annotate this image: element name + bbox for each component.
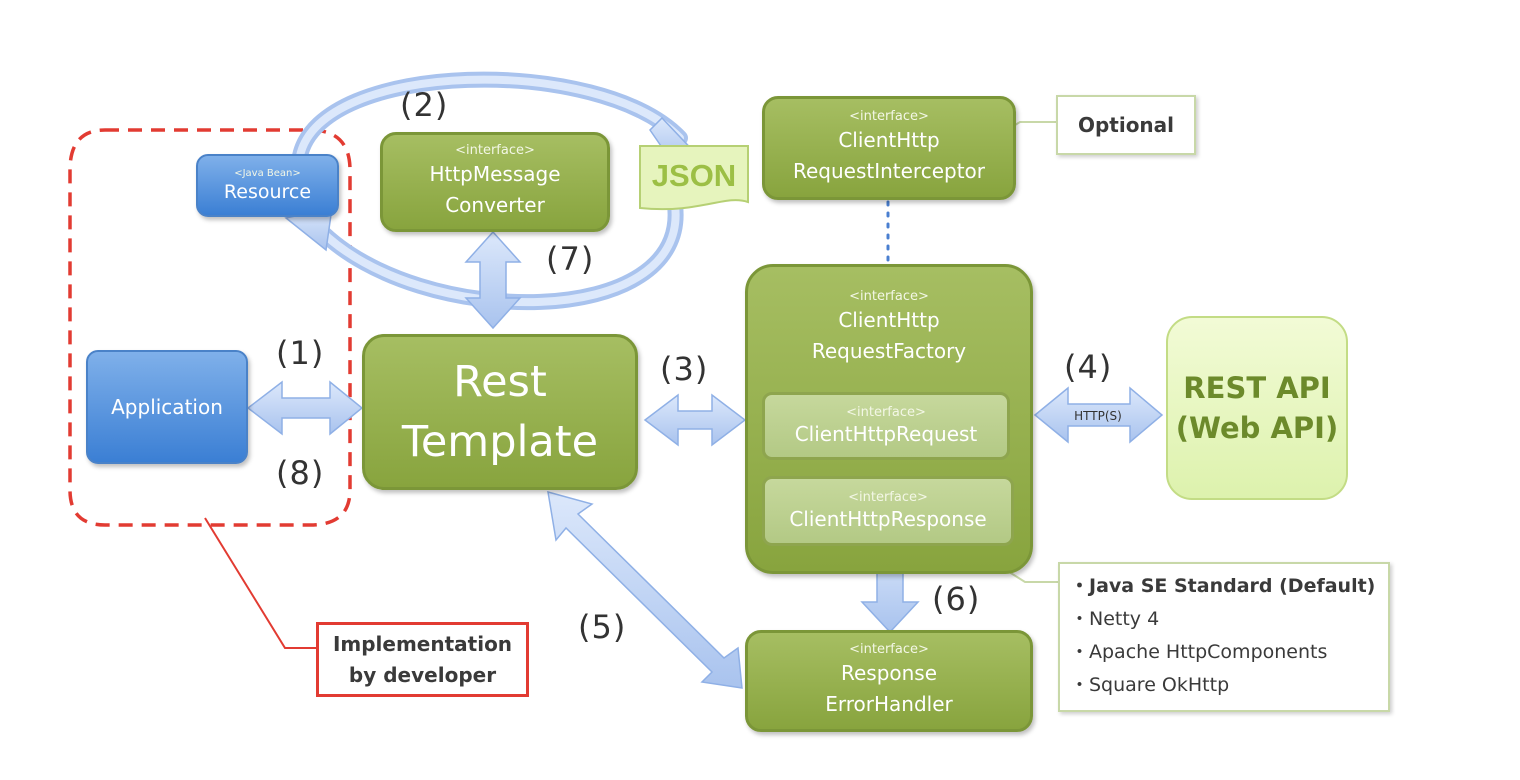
error-handler-stereotype: <interface> [849,642,929,657]
step-4-label: (4) [1064,348,1113,386]
json-label: JSON [652,158,736,193]
response-stereotype: <interface> [848,490,928,505]
impl-item-java-se: ・Java SE Standard (Default) [1070,575,1376,597]
developer-boundary [68,128,352,527]
request-label: ClientHttpRequest [794,422,978,446]
impl-item-netty: ・Netty 4 [1070,608,1160,630]
factory-label-line2: RequestFactory [811,339,967,363]
factory-label-line1: ClientHttp [838,308,940,332]
converter-label-line1: HttpMessage [429,162,561,186]
interceptor-label-line1: ClientHttp [838,128,940,152]
impl-item-apache: ・Apache HttpComponents [1070,641,1328,663]
converter-label-line2: Converter [445,193,545,217]
converter-arrow [464,230,522,330]
implementation-note-line2: by developer [348,662,497,687]
step-7-label: (7) [546,240,595,278]
application-box: Application [86,350,248,464]
error-handler-line1: Response [840,661,938,685]
response-label: ClientHttpResponse [789,507,987,531]
rest-api-line2: (Web API) [1175,411,1339,445]
resource-stereotype: <Java Bean> [234,168,301,179]
request-stereotype: <interface> [846,405,926,420]
converter-box: <interface> HttpMessage Converter [380,132,610,232]
factory-arrow [643,393,747,447]
http-label: HTTP(S) [1074,409,1122,423]
application-label: Application [111,395,223,419]
rest-api-box: REST API (Web API) [1166,316,1348,500]
implementation-note: Implementation by developer [316,622,529,697]
interceptor-stereotype: <interface> [849,109,929,124]
resource-label: Resource [223,181,312,203]
step-8-label: (8) [276,454,325,492]
step-2-label: (2) [400,86,449,124]
client-http-request-box: <interface> ClientHttpRequest [762,392,1010,460]
impl-item-okhttp: ・Square OkHttp [1070,674,1230,696]
optional-label: Optional [1077,113,1175,137]
error-handler-box: <interface> Response ErrorHandler [745,630,1033,732]
interceptor-box: <interface> ClientHttp RequestIntercepto… [762,96,1016,200]
implementation-note-line1: Implementation [332,631,513,656]
http-implementations-note: ・Java SE Standard (Default) ・Netty 4 ・Ap… [1058,562,1390,712]
error-handler-line2: ErrorHandler [825,692,953,716]
client-http-response-box: <interface> ClientHttpResponse [762,476,1014,546]
rest-api-line1: REST API [1183,371,1331,405]
impl-leader-line [204,517,318,649]
http-arrow [1033,386,1164,444]
rest-template-line1: Rest [453,357,547,407]
step-3-label: (3) [660,350,709,388]
interceptor-label-line2: RequestInterceptor [792,159,986,183]
step-6-label: (6) [932,580,981,618]
step-5-label: (5) [578,608,627,646]
rest-template-line2: Template [401,417,599,467]
json-document [639,145,749,211]
optional-note: Optional [1056,95,1196,155]
factory-stereotype: <interface> [849,289,929,304]
resource-box: <Java Bean> Resource [196,154,339,217]
step-1-label: (1) [276,334,325,372]
error-handler-arrow [547,490,743,689]
application-arrow [246,380,364,436]
converter-stereotype: <interface> [455,143,535,158]
rest-template-box: Rest Template [362,334,638,490]
